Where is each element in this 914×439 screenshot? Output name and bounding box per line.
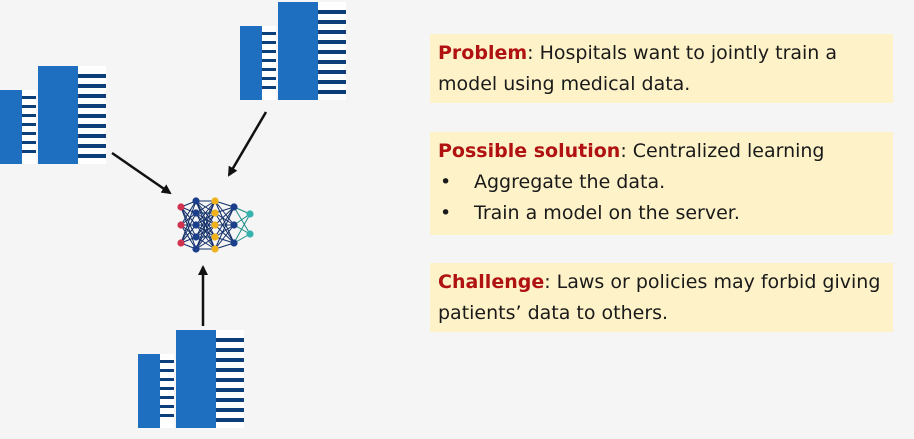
nn-edge [214, 224, 235, 244]
solution-text: : Centralized learning [620, 140, 825, 162]
nn-edge [195, 200, 216, 226]
arrow-left-to-model-icon [111, 151, 172, 195]
nn-edge [214, 224, 235, 250]
nn-edge [180, 224, 197, 244]
nn-node [192, 233, 200, 241]
solution-heading: Possible solution [438, 140, 621, 162]
nn-node [177, 221, 185, 229]
nn-edge [214, 206, 235, 226]
solution-bullet: •Aggregate the data. [440, 171, 666, 193]
problem-box: Problem: Hospitals want to jointly train… [430, 34, 893, 103]
arrow-top-to-model-icon [227, 111, 268, 177]
nn-node [211, 209, 219, 217]
hospital-top-icon [240, 2, 346, 100]
nn-node [211, 197, 219, 205]
nn-node [230, 221, 238, 229]
nn-node [211, 233, 219, 241]
problem-text: : Hospitals want to jointly train a mode… [438, 42, 838, 95]
challenge-box: Challenge: Laws or policies may forbid g… [430, 263, 893, 332]
nn-edge [195, 200, 216, 250]
nn-edge [180, 200, 197, 226]
solution-box: Possible solution: Centralized learning … [430, 132, 893, 235]
nn-node [246, 230, 254, 238]
nn-edge [233, 213, 251, 244]
nn-node [192, 221, 200, 229]
nn-node [192, 245, 200, 253]
hospital-left-icon [0, 66, 106, 164]
challenge-heading: Challenge [438, 271, 545, 293]
problem-heading: Problem [438, 42, 528, 64]
nn-edge [195, 236, 216, 250]
neural-network-icon [177, 197, 254, 253]
challenge-text: : Laws or policies may forbid giving pat… [438, 271, 881, 324]
nn-edge [180, 212, 197, 244]
nn-node [230, 239, 238, 247]
nn-node [230, 203, 238, 211]
nn-edge [214, 206, 235, 238]
nn-edge [214, 206, 235, 250]
nn-edge [180, 224, 197, 250]
nn-node [246, 210, 254, 218]
nn-edge [214, 212, 235, 226]
nn-node [192, 197, 200, 205]
nn-edge [195, 200, 216, 214]
nn-edge [195, 200, 216, 238]
nn-edge [180, 206, 197, 226]
nn-node [211, 245, 219, 253]
nn-node [211, 221, 219, 229]
hospital-bottom-icon [138, 330, 244, 428]
nn-edge [233, 206, 251, 235]
nn-edge [180, 200, 197, 244]
nn-node [177, 203, 185, 211]
nn-edge [195, 212, 216, 250]
solution-bullet: •Train a model on the server. [440, 202, 740, 224]
nn-node [192, 209, 200, 217]
nn-edge [214, 200, 235, 226]
solution-bullet-list: •Aggregate the data. •Train a model on t… [438, 167, 885, 229]
nn-node [177, 239, 185, 247]
nn-edge [214, 224, 235, 238]
nn-edge [195, 224, 216, 250]
